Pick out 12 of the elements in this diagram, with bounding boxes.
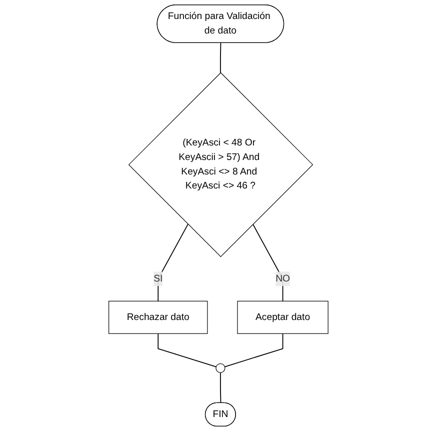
connector [252, 224, 283, 302]
edge-label: SI [153, 274, 162, 284]
node-circle [215, 363, 225, 373]
connector [220, 372, 221, 404]
node-box: Rechazar dato [108, 300, 208, 334]
connector [220, 42, 221, 74]
connector [224, 333, 283, 368]
node-box: Aceptar dato [236, 300, 328, 334]
node-diamond: (KeyAsci < 48 Or KeyAscii > 57) And KeyAsci <> 8 And KeyAsci <> 46 ? [128, 72, 313, 258]
edge-label: NO [275, 274, 290, 284]
connector [157, 333, 216, 368]
connector [157, 224, 188, 302]
